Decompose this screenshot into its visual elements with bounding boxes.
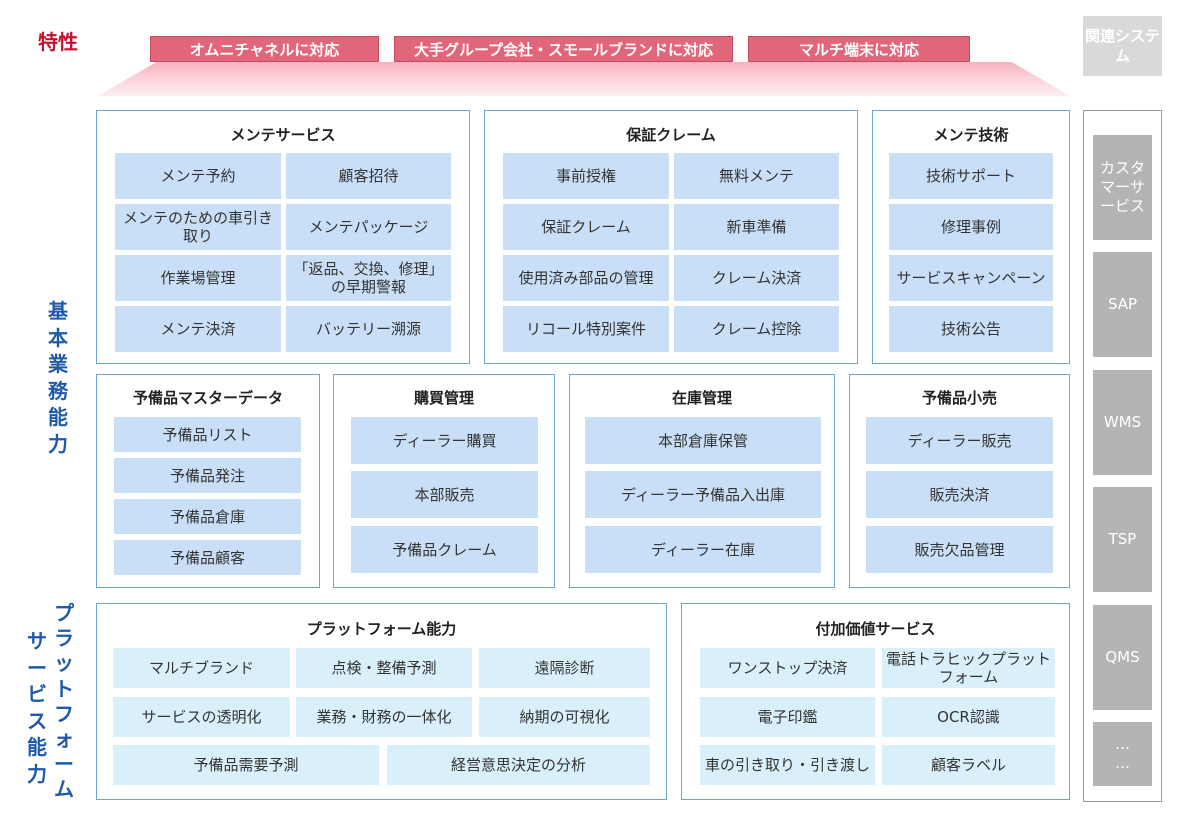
group-title: メンテ技術: [933, 126, 1009, 144]
item-service-transparency: サービスの透明化: [113, 697, 290, 737]
feature-multi-device: マルチ端末に対応: [748, 36, 970, 62]
item-sales-settlement: 販売決済: [866, 471, 1053, 518]
item-stockout-management: 販売欠品管理: [866, 526, 1053, 573]
item-parts-claim: 予備品クレーム: [351, 526, 538, 573]
business-capability-label: 基本業 務能力: [48, 299, 68, 456]
item-parts-demand-forecast: 予備品需要予測: [113, 745, 379, 785]
group-title: 予備品小売: [921, 389, 997, 407]
item-customer-invitation: 顧客招待: [286, 153, 451, 199]
group-maintenance-service: メンテサービス メンテ予約 顧客招待 メンテのための車引き取り メンテパッケージ…: [96, 110, 470, 364]
item-maintenance-package: メンテパッケージ: [286, 204, 451, 250]
item-customer-label: 顧客ラベル: [882, 745, 1055, 785]
item-inspection-forecast: 点検・整備予測: [296, 648, 472, 688]
feature-group-brands: 大手グループ会社・スモールブランドに対応: [394, 36, 733, 62]
item-dealer-purchase: ディーラー購買: [351, 417, 538, 464]
group-parts-retail: 予備品小売 ディーラー販売 販売決済 販売欠品管理: [849, 374, 1070, 588]
group-maintenance-tech: メンテ技術 技術サポート 修理事例 サービスキャンペーン 技術公告: [872, 110, 1070, 364]
item-early-warning: 「返品、交換、修理」の早期警報: [286, 255, 451, 301]
item-electronic-seal: 電子印鑑: [700, 697, 875, 737]
related-systems-title: 関連システム: [1083, 16, 1162, 76]
item-dealer-sales: ディーラー販売: [866, 417, 1053, 464]
system-wms: WMS: [1093, 370, 1152, 475]
item-hq-warehouse: 本部倉庫保管: [585, 417, 821, 464]
system-more: … …: [1093, 722, 1152, 786]
item-vehicle-pickup-delivery: 車の引き取り・引き渡し: [700, 745, 875, 785]
item-ocr-recognition: OCR認識: [882, 697, 1055, 737]
item-recall-case: リコール特別案件: [503, 306, 669, 352]
group-title: 付加価値サービス: [815, 620, 936, 638]
group-title: 予備品マスターデータ: [132, 389, 283, 407]
system-customer-service: カスタマーサービス: [1093, 135, 1152, 240]
item-business-finance-integration: 業務・財務の一体化: [296, 697, 472, 737]
system-tsp: TSP: [1093, 487, 1152, 592]
item-service-campaign: サービスキャンペーン: [889, 255, 1053, 301]
group-warranty-claim: 保証クレーム 事前授権 無料メンテ 保証クレーム 新車準備 使用済み部品の管理 …: [484, 110, 858, 364]
group-title: プラットフォーム能力: [306, 620, 457, 638]
group-inventory: 在庫管理 本部倉庫保管 ディーラー予備品入出庫 ディーラー在庫: [569, 374, 835, 588]
features-title: 特性: [38, 30, 78, 54]
item-maintenance-reservation: メンテ予約: [115, 153, 281, 199]
group-value-added: 付加価値サービス ワンストップ決済 電話トラヒックプラットフォーム 電子印鑑 O…: [681, 603, 1070, 800]
group-title: 保証クレーム: [626, 126, 716, 144]
item-decision-analysis: 経営意思決定の分析: [387, 745, 650, 785]
system-qms: QMS: [1093, 605, 1152, 710]
platform-capability-label-col2: プラッ トフォ ーム: [54, 601, 74, 802]
item-warranty-claim: 保証クレーム: [503, 204, 669, 250]
item-battery-trace: バッテリー溯源: [286, 306, 451, 352]
item-delivery-visibility: 納期の可視化: [479, 697, 650, 737]
item-multi-brand: マルチブランド: [113, 648, 290, 688]
item-parts-list: 予備品リスト: [114, 417, 301, 452]
item-call-traffic-platform: 電話トラヒックプラットフォーム: [882, 648, 1055, 688]
item-dealer-parts-inout: ディーラー予備品入出庫: [585, 471, 821, 518]
item-used-parts-management: 使用済み部品の管理: [503, 255, 669, 301]
group-title: 購買管理: [413, 389, 474, 407]
item-pre-authorization: 事前授権: [503, 153, 669, 199]
feature-omnichannel: オムニチャネルに対応: [150, 36, 379, 62]
item-one-stop-payment: ワンストップ決済: [700, 648, 875, 688]
item-parts-order: 予備品発注: [114, 458, 301, 493]
item-maintenance-settlement: メンテ決済: [115, 306, 281, 352]
item-parts-warehouse: 予備品倉庫: [114, 499, 301, 534]
item-claim-settlement: クレーム決済: [674, 255, 839, 301]
item-hq-sales: 本部販売: [351, 471, 538, 518]
item-tech-bulletin: 技術公告: [889, 306, 1053, 352]
item-dealer-inventory: ディーラー在庫: [585, 526, 821, 573]
system-sap: SAP: [1093, 252, 1152, 357]
item-tech-support: 技術サポート: [889, 153, 1053, 199]
item-repair-cases: 修理事例: [889, 204, 1053, 250]
group-title: メンテサービス: [230, 126, 336, 144]
group-parts-master: 予備品マスターデータ 予備品リスト 予備品発注 予備品倉庫 予備品顧客: [96, 374, 320, 588]
item-claim-deduction: クレーム控除: [674, 306, 839, 352]
item-free-maintenance: 無料メンテ: [674, 153, 839, 199]
item-workshop-management: 作業場管理: [115, 255, 281, 301]
item-new-car-prep: 新車準備: [674, 204, 839, 250]
item-remote-diagnosis: 遠隔診断: [479, 648, 650, 688]
features-roof: [98, 62, 1070, 96]
group-purchasing: 購買管理 ディーラー購買 本部販売 予備品クレーム: [333, 374, 555, 588]
group-title: 在庫管理: [671, 389, 732, 407]
item-parts-customer: 予備品顧客: [114, 540, 301, 575]
platform-capability-label-col1: サービ ス能力: [27, 629, 47, 786]
item-vehicle-pickup: メンテのための車引き取り: [115, 204, 281, 250]
group-platform: プラットフォーム能力 マルチブランド 点検・整備予測 遠隔診断 サービスの透明化…: [96, 603, 667, 800]
